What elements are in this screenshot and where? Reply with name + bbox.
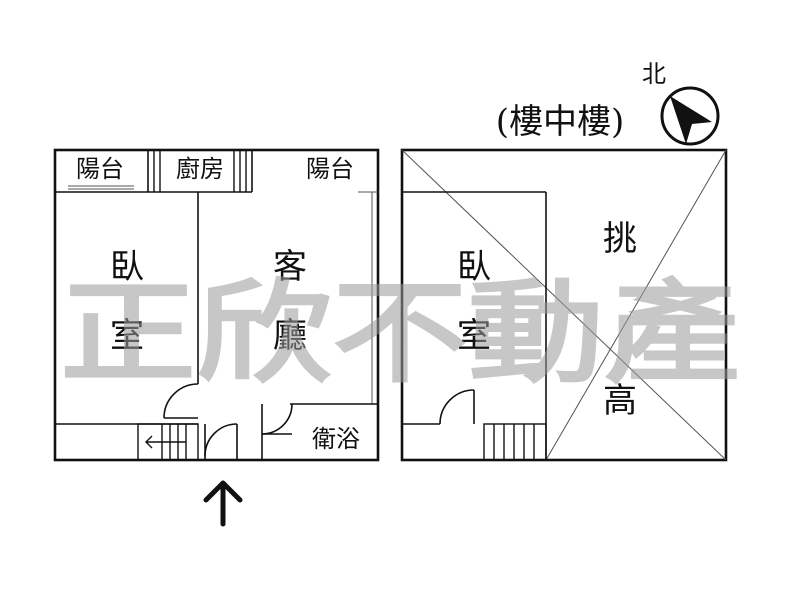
mezz-door-swing	[439, 389, 475, 425]
room-label-high-ceiling-a: 挑	[603, 219, 637, 259]
room-label-living-a: 客	[273, 247, 307, 287]
plan-title: (樓中樓)	[496, 102, 625, 142]
stair-box	[483, 423, 547, 461]
void-diagonal	[401, 149, 727, 461]
stair-box	[137, 423, 199, 461]
room-label-bedroom-2a: 臥	[457, 247, 491, 287]
room-label-bedroom-2b: 室	[457, 316, 491, 356]
room-label-bedroom-1b: 室	[110, 316, 144, 356]
mezzanine-outline	[400, 148, 728, 462]
ground-stairs	[137, 423, 199, 461]
bedroom-door-swing	[163, 383, 199, 419]
ground-floor-outline	[53, 148, 380, 462]
ground-floor-plan	[53, 148, 380, 527]
north-arrow-icon	[660, 86, 720, 146]
room-label-living-b: 廳	[273, 316, 307, 356]
mezzanine-stairs	[483, 423, 547, 461]
compass-label: 北	[642, 60, 666, 88]
bathroom-door-swing	[261, 403, 293, 435]
entrance-arrow-icon	[203, 480, 243, 527]
watermark: 正欣不動產	[60, 269, 740, 399]
room-label-bedroom-1a: 臥	[110, 247, 144, 287]
room-label-balcony-right: 陽台	[306, 155, 354, 183]
entrance-door-swing	[204, 423, 238, 457]
room-label-bathroom: 衛浴	[312, 425, 360, 453]
stair-direction-icon	[145, 435, 153, 449]
room-label-high-ceiling-b: 高	[603, 381, 637, 421]
room-label-kitchen: 廚房	[176, 155, 224, 183]
mezzanine-plan	[400, 148, 728, 462]
room-label-balcony-left: 陽台	[76, 155, 124, 183]
void-diagonal	[545, 149, 727, 461]
